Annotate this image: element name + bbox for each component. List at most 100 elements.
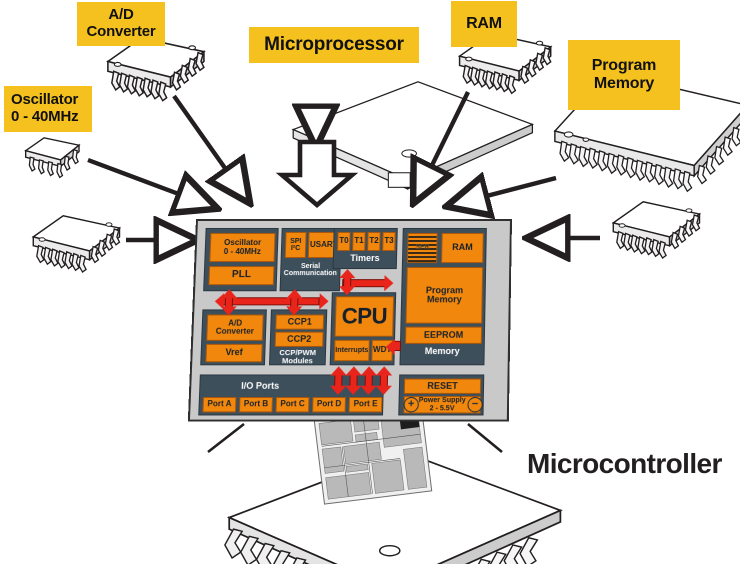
block-t2[interactable]: T2	[367, 231, 381, 252]
callout-microprocessor: Microprocessor	[249, 27, 419, 63]
bus-arrow-io-4	[375, 366, 393, 395]
callout-oscillator-line2: 0 - 40MHz	[11, 108, 79, 125]
block-t2-label: T2	[369, 236, 379, 246]
pointer-arrows	[87, 91, 600, 240]
callout-ad-converter: A/D Converter	[77, 2, 165, 46]
callout-program-memory: Program Memory	[568, 40, 680, 110]
block-program-memory[interactable]: Program Memory	[405, 267, 484, 324]
block-t0-label: T0	[339, 236, 349, 246]
chip-illustration-microcontroller	[224, 405, 562, 564]
block-t3-label: T3	[384, 236, 394, 246]
microcontroller-block-diagram: Oscillator 0 - 40MHz PLL SPI I²C USART S…	[187, 219, 512, 422]
timers-group: T0 T1 T2 T3 Timers	[332, 227, 398, 270]
block-ad-line2: Converter	[215, 326, 255, 336]
power-supply-line2: 2 - 5.5V	[429, 404, 455, 412]
callout-microprocessor-line1: Microprocessor	[264, 34, 404, 56]
serial-group-title-line2: Communication	[283, 270, 337, 278]
block-spi-label: SPI	[289, 237, 302, 245]
chip-illustration-oscillator	[24, 137, 80, 179]
block-port-a-label: Port A	[207, 399, 232, 409]
block-reset[interactable]: RESET	[403, 378, 482, 394]
serial-group-title-line1: Serial	[300, 263, 321, 271]
arrow-adconverter-to-board	[172, 94, 249, 202]
block-oscillator-line2: 0 - 40MHz	[223, 246, 261, 256]
block-ad-converter[interactable]: A/D Converter	[206, 314, 264, 341]
block-reset-label: RESET	[427, 380, 458, 391]
ccp-pwm-group: CCP1 CCP2 CCP/PWM Modules	[268, 309, 328, 366]
ccp-group-title: CCP/PWM Modules	[270, 348, 325, 366]
power-group: RESET Power Supply 2 - 5.5V + −	[398, 374, 485, 416]
chip-illustration-ad-converter	[107, 37, 205, 102]
callout-ram-line1: RAM	[466, 15, 502, 33]
block-ram[interactable]: RAM	[441, 232, 484, 264]
block-pll-label: PLL	[231, 269, 252, 281]
io-ports-title-label: I/O Ports	[240, 380, 280, 391]
callout-oscillator-line1: Oscillator	[11, 91, 79, 109]
block-cpu-label: CPU	[341, 303, 388, 330]
chip-illustration-right-peripheral	[612, 201, 701, 259]
block-program-memory-line2: Memory	[426, 294, 462, 305]
power-plus-symbol: +	[407, 398, 415, 411]
block-port-e[interactable]: Port E	[348, 396, 383, 413]
block-port-b[interactable]: Port B	[238, 396, 273, 413]
bus-arrow-vertical-serial	[285, 289, 303, 316]
arrow-oscillator-to-board	[87, 157, 216, 208]
callout-ram: RAM	[451, 1, 517, 47]
timers-group-title-label: Timers	[350, 253, 380, 264]
oscillator-group: Oscillator 0 - 40MHz PLL	[203, 227, 279, 292]
block-ccp2-label: CCP2	[286, 333, 312, 344]
block-oscillator[interactable]: Oscillator 0 - 40MHz	[209, 232, 276, 263]
block-port-d-label: Port D	[316, 399, 342, 409]
block-cpu[interactable]: CPU	[334, 296, 395, 337]
callout-ad-converter-line2: Converter	[86, 23, 156, 40]
page-title: Microcontroller	[527, 448, 722, 479]
arrow-ram-to-board	[414, 91, 470, 202]
block-sfr-label: SFR	[415, 244, 430, 252]
block-port-c-label: Port C	[280, 399, 305, 409]
block-port-e-label: Port E	[353, 399, 378, 409]
block-port-b-label: Port B	[243, 399, 269, 409]
power-minus-symbol: −	[471, 398, 479, 411]
block-port-a[interactable]: Port A	[202, 396, 237, 413]
power-supply-line1: Power Supply	[418, 397, 466, 405]
block-eeprom-label: EEPROM	[423, 329, 464, 340]
memory-group: SFR RAM Program Memory EEPROM Memory	[399, 227, 487, 366]
block-t3[interactable]: T3	[382, 231, 396, 252]
callout-program-memory-line2: Memory	[593, 75, 655, 92]
block-port-c[interactable]: Port C	[275, 396, 310, 413]
block-ccp1-label: CCP1	[287, 316, 312, 327]
arrow-programmemory-to-board	[448, 178, 557, 206]
block-t0[interactable]: T0	[337, 231, 351, 252]
block-t1[interactable]: T1	[352, 231, 366, 252]
ccp-group-title-line2: Modules	[281, 355, 313, 366]
block-port-d[interactable]: Port D	[312, 396, 346, 413]
bus-arrow-vertical-oscillator	[220, 289, 238, 316]
block-interrupts[interactable]: Interrupts	[333, 339, 370, 362]
block-vref[interactable]: Vref	[205, 343, 263, 363]
callout-oscillator: Oscillator 0 - 40MHz	[4, 86, 92, 132]
block-spi-i2c[interactable]: SPI I²C	[284, 231, 307, 259]
bus-arrow-io-3	[360, 366, 378, 395]
block-sfr[interactable]: SFR	[406, 232, 438, 264]
block-ccp2[interactable]: CCP2	[274, 331, 324, 347]
block-i2c-label: I²C	[290, 244, 301, 253]
chip-illustration-left-peripheral	[32, 215, 121, 273]
memory-group-title-label: Memory	[424, 345, 460, 357]
bus-arrow-io-1	[329, 366, 347, 395]
callout-program-memory-line1: Program	[591, 57, 657, 75]
block-eeprom[interactable]: EEPROM	[405, 326, 483, 344]
block-interrupts-label: Interrupts	[335, 346, 369, 354]
analog-group: A/D Converter Vref	[200, 309, 267, 366]
block-ccp1[interactable]: CCP1	[275, 314, 325, 330]
bus-arrow-cpu-memory	[385, 338, 403, 356]
block-t1-label: T1	[354, 236, 364, 246]
io-ports-title: I/O Ports	[200, 380, 320, 392]
block-pll[interactable]: PLL	[208, 266, 275, 286]
serial-group-title: Serial Communication	[281, 263, 340, 278]
bus-arrow-io-2	[345, 366, 363, 395]
block-vref-label: Vref	[225, 347, 243, 358]
leader-lines	[207, 422, 503, 454]
callout-ad-converter-line1: A/D	[108, 6, 134, 24]
bus-arrow-timers-cpu-vertical	[338, 269, 356, 296]
